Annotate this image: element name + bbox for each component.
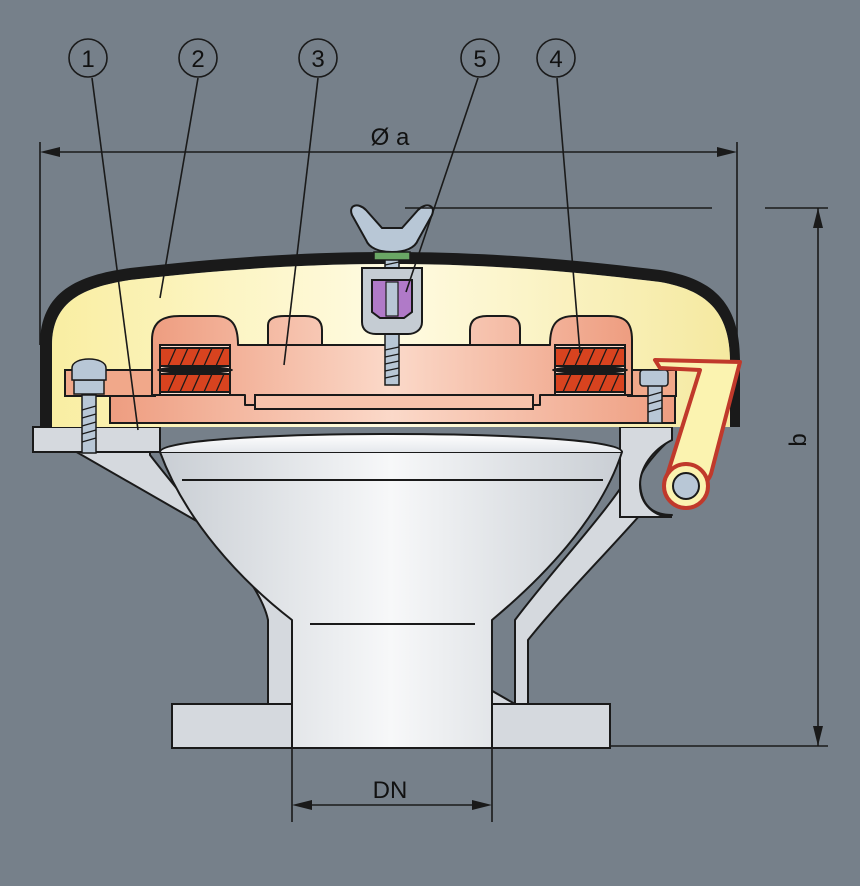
- callout-1: 1: [68, 38, 108, 78]
- hinge-pin: [672, 472, 700, 500]
- center-stud-assembly: [350, 204, 434, 386]
- valve-body: [32, 426, 673, 749]
- svg-text:2: 2: [191, 46, 204, 73]
- callout-3: 3: [298, 38, 338, 78]
- bore-rim: [159, 433, 623, 453]
- dimension-nominal: [291, 748, 493, 822]
- svg-text:1: 1: [81, 46, 94, 73]
- callout-leaders: [91, 77, 581, 431]
- callout-2: 2: [178, 38, 218, 78]
- dimension-nominal-label: DN: [373, 777, 408, 804]
- callout-4: 4: [536, 38, 576, 78]
- hinge-lug: [619, 426, 673, 518]
- right-bolt: [639, 369, 669, 424]
- spring-left: [157, 347, 233, 393]
- dimension-height: [405, 207, 828, 747]
- bottom-flange: [171, 703, 611, 749]
- dimension-diameter: [39, 142, 738, 345]
- dimension-height-label: b: [785, 433, 812, 446]
- spring-right: [552, 347, 628, 393]
- dimension-diameter-label: Ø a: [371, 124, 410, 151]
- callout-5: 5: [460, 38, 500, 78]
- hood-hinge: [653, 358, 742, 510]
- left-bolt: [71, 358, 107, 454]
- wing-nut-icon: [350, 204, 434, 254]
- svg-text:3: 3: [311, 46, 324, 73]
- pallet-underside: [254, 394, 534, 410]
- svg-text:5: 5: [473, 46, 486, 73]
- svg-text:4: 4: [549, 46, 562, 73]
